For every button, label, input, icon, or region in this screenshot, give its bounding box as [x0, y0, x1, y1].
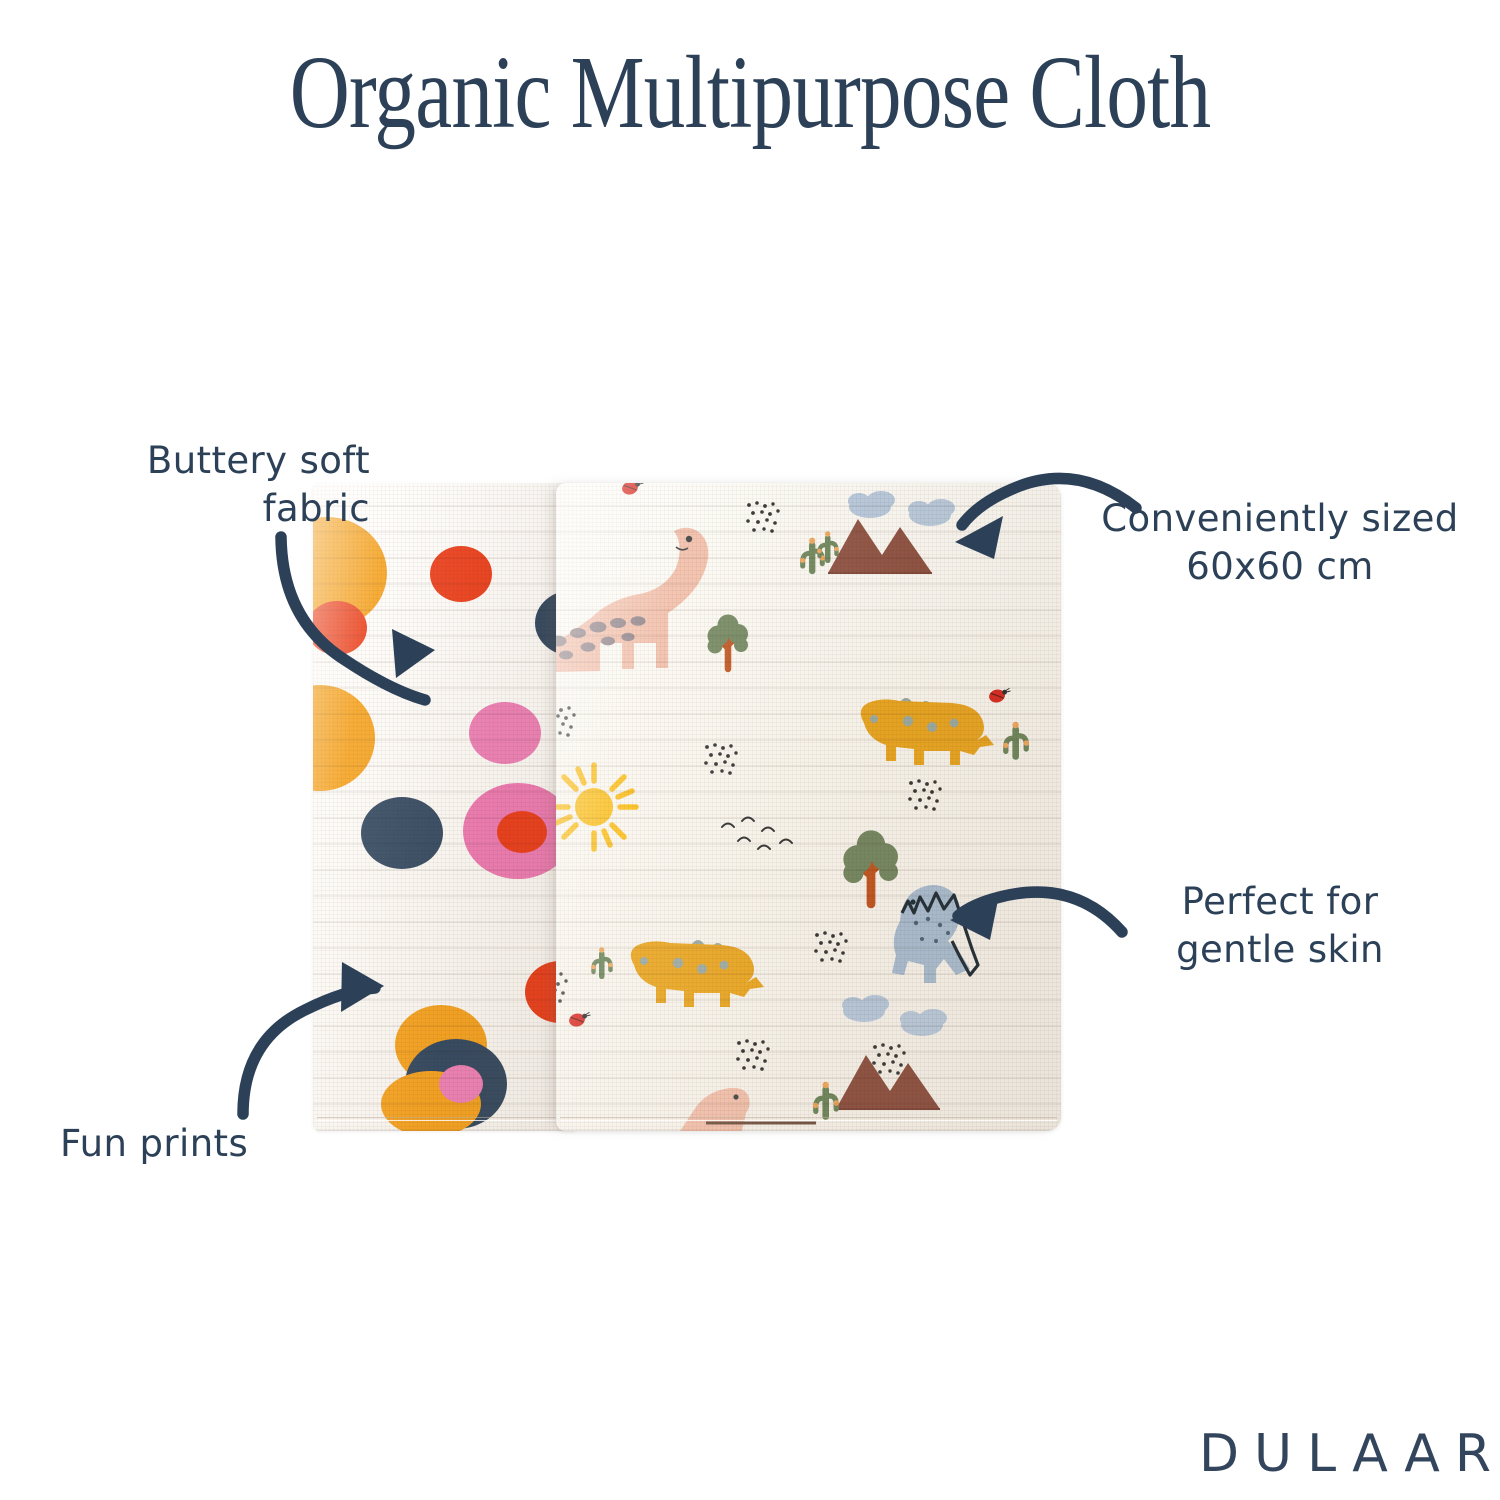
page-title: Organic Multipurpose Cloth	[289, 35, 1211, 150]
motif-ladybug	[987, 687, 1012, 705]
motif-speckle	[746, 501, 780, 533]
dot-pink	[469, 702, 541, 764]
motif-speckle	[872, 1043, 906, 1075]
dot-orange	[313, 685, 375, 791]
motif-cactus	[813, 1082, 839, 1120]
motif-tree	[843, 830, 898, 904]
motif-spiky-dinosaur	[892, 885, 980, 983]
motif-cactus	[591, 947, 613, 979]
motif-birds	[721, 816, 793, 850]
dot-red	[313, 601, 367, 655]
annotation-fun-prints: Fun prints	[60, 1122, 249, 1165]
annotation-perfect-for-gentle-skin: Perfect for gentle skin	[1176, 880, 1384, 972]
motif-speckle	[704, 743, 738, 775]
annotation-buttery-soft-fabric: Buttery soft fabric	[146, 439, 370, 531]
motif-cloud	[848, 491, 895, 518]
annotation-conveniently-sized: Conveniently sized 60x60 cm	[1101, 497, 1459, 589]
motif-speckle	[736, 1039, 770, 1071]
motif-mountain	[835, 1054, 941, 1110]
motif-cloud	[842, 995, 889, 1022]
polka-dot-cloth	[313, 483, 575, 1131]
motif-stegosaurus	[860, 698, 994, 765]
motif-speckle	[556, 705, 576, 737]
motif-speckle	[908, 779, 942, 811]
dinosaur-print-motifs	[556, 483, 1061, 1131]
motif-speckle	[814, 931, 848, 963]
dot-navy	[361, 797, 443, 869]
motif-speckle	[556, 971, 568, 1003]
brand-logo: DULAAR	[1199, 1424, 1500, 1484]
motif-brontosaurus	[556, 527, 709, 673]
dot-red	[430, 546, 492, 602]
motif-tree	[708, 615, 749, 670]
dinosaur-cloth	[556, 483, 1061, 1131]
motif-ladybug	[620, 483, 645, 497]
dot-pink	[439, 1065, 483, 1103]
motif-stegosaurus	[630, 940, 764, 1007]
product-image	[313, 483, 1061, 1131]
motif-cloud	[900, 1009, 947, 1036]
motif-sun	[556, 762, 639, 852]
dot-red	[497, 811, 547, 853]
motif-cactus	[1003, 722, 1029, 760]
motif-mountain	[827, 518, 933, 574]
motif-ladybug	[567, 1011, 592, 1029]
motif-brontosaurus	[680, 1087, 816, 1131]
motif-cloud	[908, 499, 955, 526]
